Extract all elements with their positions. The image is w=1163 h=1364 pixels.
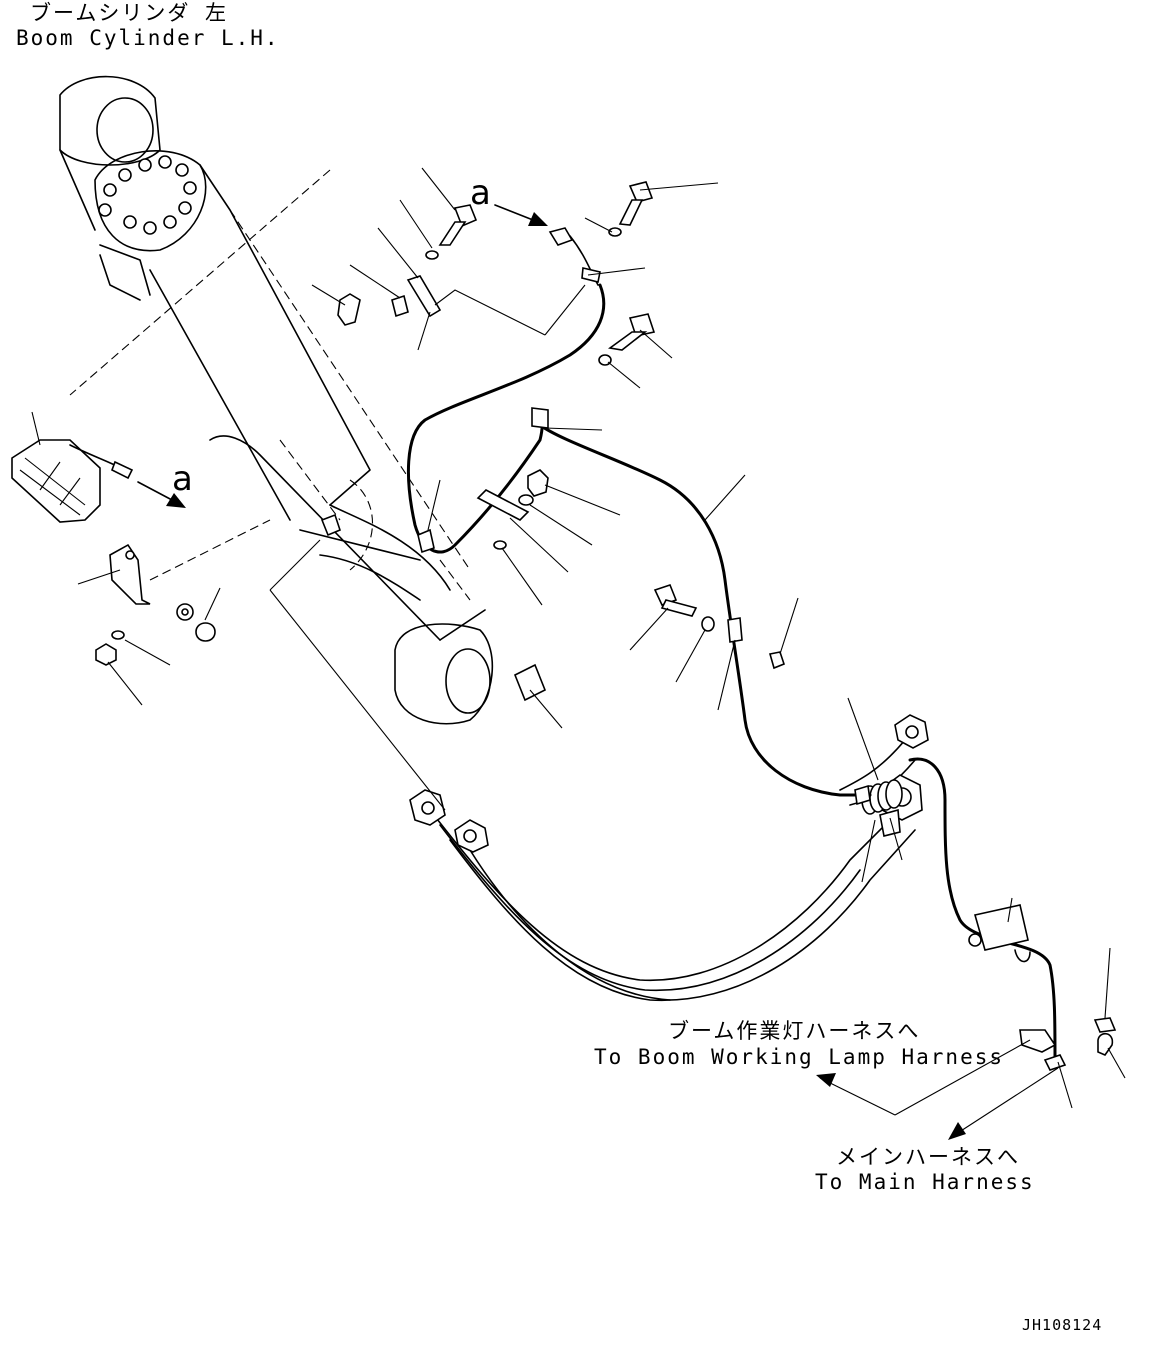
main-harness-label-en: To Main Harness bbox=[815, 1170, 1035, 1194]
boom-cylinder bbox=[59, 75, 494, 725]
arrows bbox=[137, 204, 966, 1140]
hydraulic-hoses bbox=[409, 714, 929, 1002]
harness bbox=[407, 227, 1117, 1071]
flange-bolts bbox=[98, 155, 197, 235]
main-harness-label-jp: メインハーネスへ bbox=[836, 1145, 1020, 1169]
title-en: Boom Cylinder L.H. bbox=[16, 26, 280, 50]
view-marker-a-upper: a bbox=[470, 173, 491, 213]
boom-lamp-harness-label-en: To Boom Working Lamp Harness bbox=[594, 1045, 1005, 1069]
hardware bbox=[320, 181, 785, 702]
boom-lamp-harness-label-jp: ブーム作業灯ハーネスへ bbox=[668, 1019, 921, 1043]
work-lamp bbox=[11, 439, 216, 666]
phantom-lines bbox=[69, 169, 471, 601]
title-jp: ブームシリンダ 左 bbox=[30, 1, 229, 25]
drawing-id: JH108124 bbox=[1022, 1316, 1103, 1334]
leader-lines bbox=[31, 167, 1126, 1139]
view-marker-a-lower: a bbox=[172, 459, 193, 499]
